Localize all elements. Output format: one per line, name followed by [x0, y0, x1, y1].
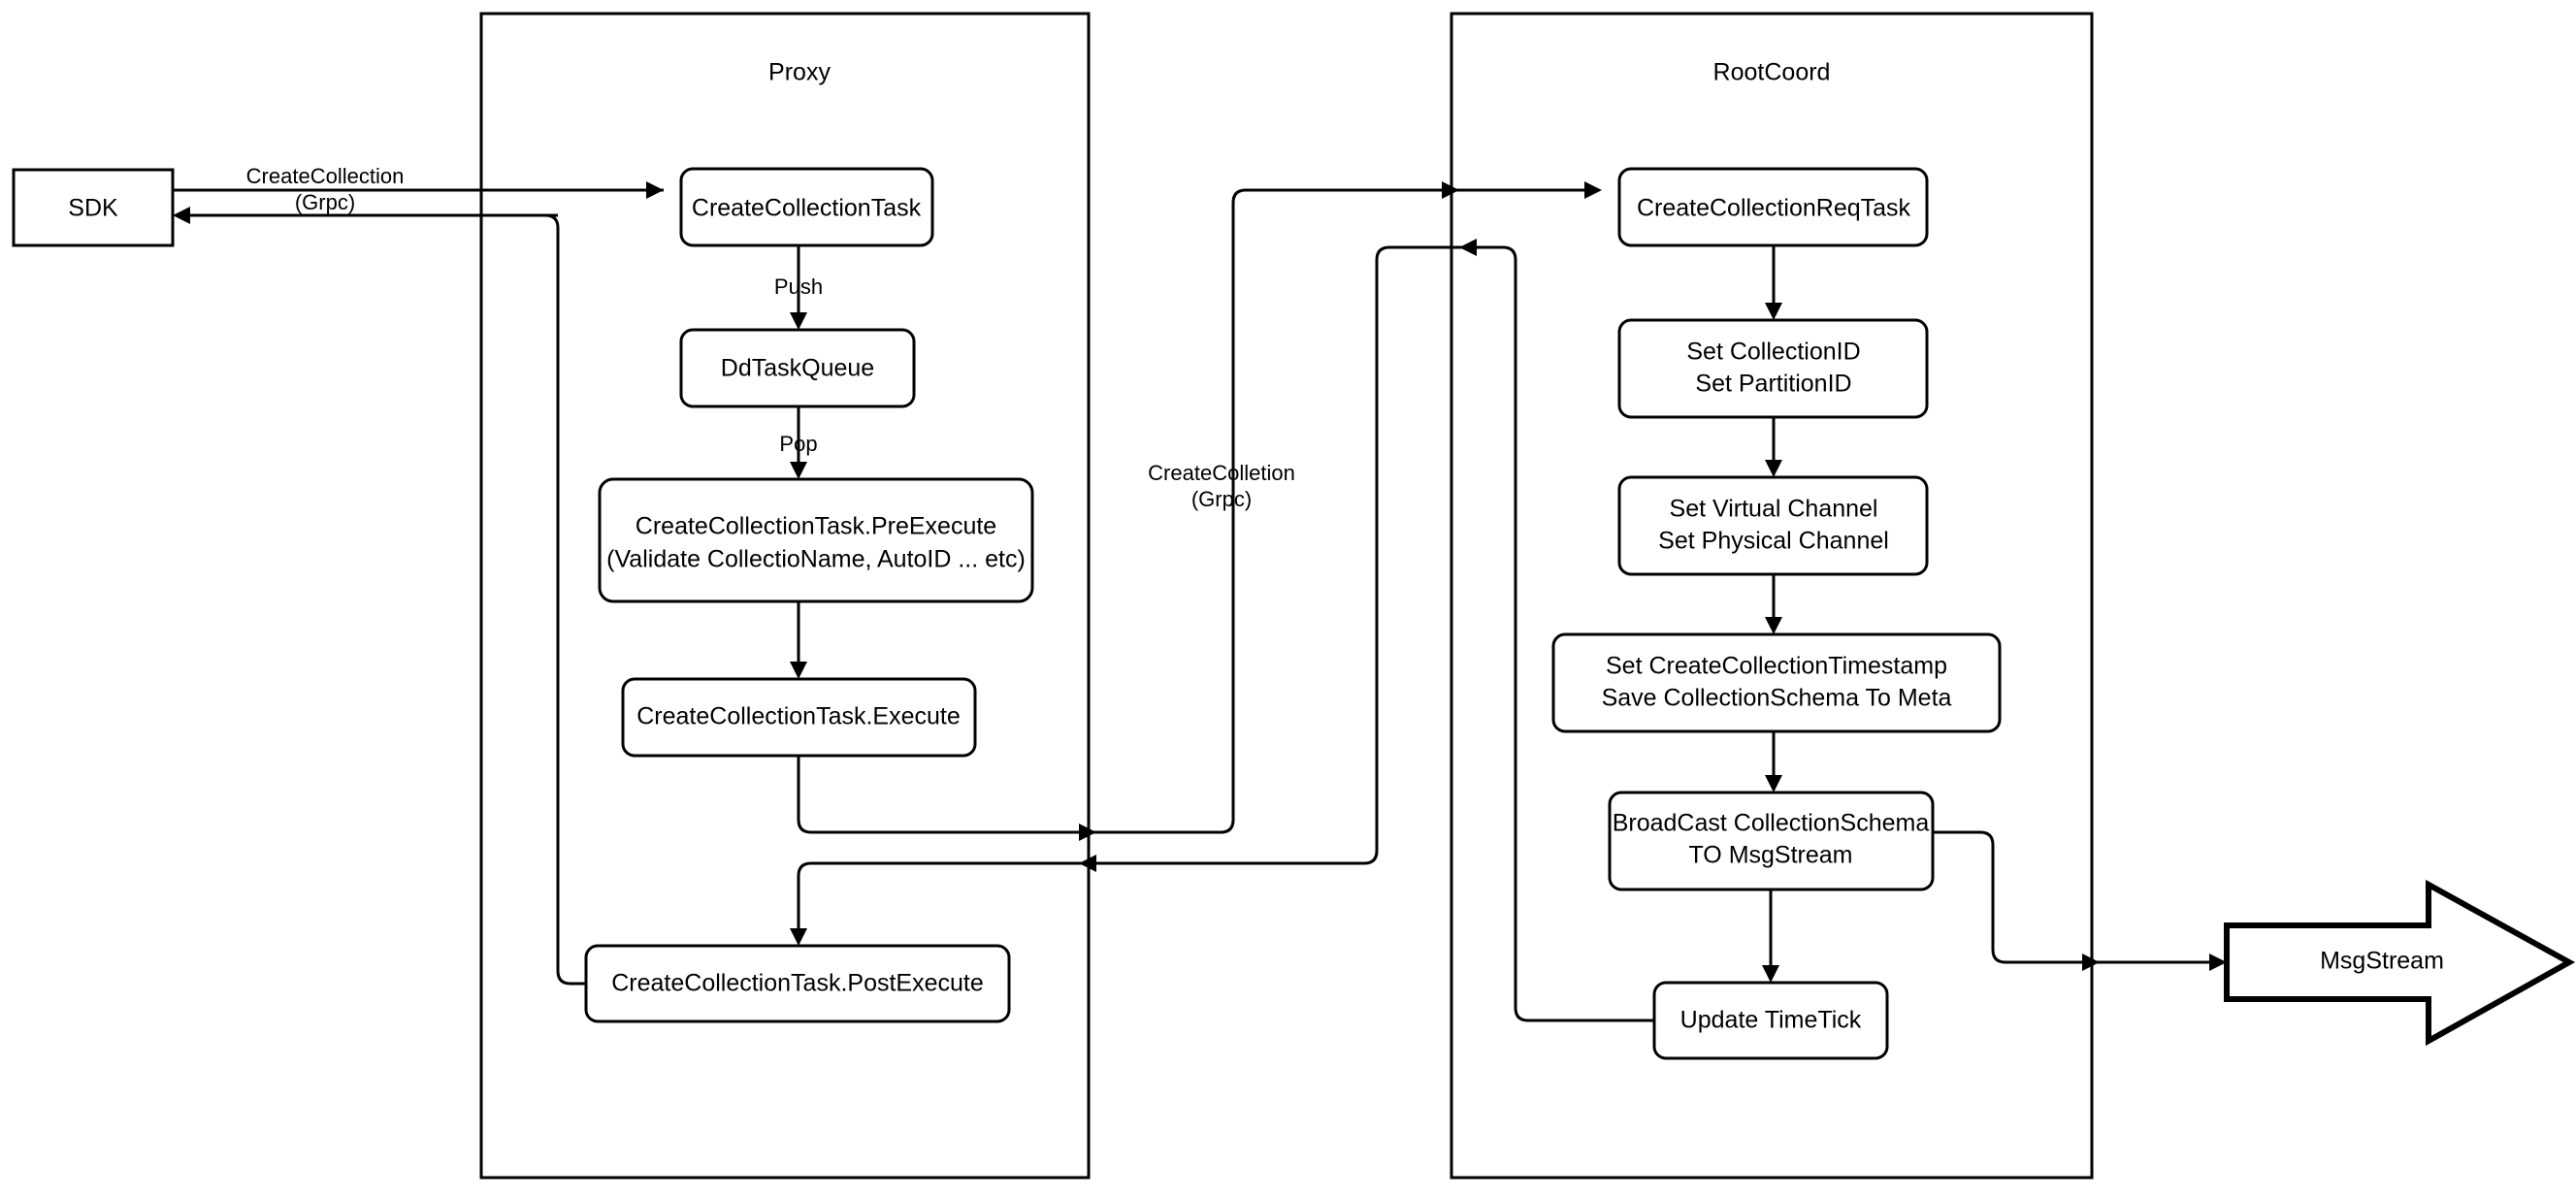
edge-setids-to-setchannels — [1765, 417, 1782, 477]
edge-label-sdk-to-proxy-line2: (Grpc) — [295, 190, 355, 214]
node-sdk-box — [12, 168, 175, 247]
node-create-collection-task-label: CreateCollectionTask — [692, 195, 922, 222]
edge-sdk-to-create-collection-task — [173, 181, 664, 199]
node-execute-label: CreateCollectionTask.Execute — [636, 703, 961, 730]
node-execute[interactable]: CreateCollectionTask.Execute — [621, 677, 977, 758]
node-create-collection-task[interactable]: CreateCollectionTask — [679, 167, 934, 247]
node-set-ids-label-line2: Set PartitionID — [1695, 371, 1851, 398]
node-sdk[interactable]: SDK — [12, 168, 175, 247]
node-set-ids[interactable]: Set CollectionID Set PartitionID — [1617, 318, 1929, 419]
node-set-timestamp[interactable]: Set CreateCollectionTimestamp Save Colle… — [1551, 632, 2002, 733]
lane-proxy-title: Proxy — [768, 59, 831, 86]
node-set-timestamp-label-line2: Save CollectionSchema To Meta — [1602, 685, 1952, 712]
edge-post-execute-to-sdk — [524, 213, 586, 986]
node-create-collection-req-task-label: CreateCollectionReqTask — [1637, 195, 1911, 222]
node-post-execute-label: CreateCollectionTask.PostExecute — [611, 970, 984, 997]
node-create-collection-req-task[interactable]: CreateCollectionReqTask — [1617, 167, 1929, 247]
node-pre-execute-label-line1: CreateCollectionTask.PreExecute — [636, 513, 996, 540]
edge-settimestamp-to-broadcast — [1765, 731, 1782, 793]
edge-label-push: Push — [774, 275, 823, 299]
node-sdk-label: SDK — [68, 195, 118, 222]
node-set-channels[interactable]: Set Virtual Channel Set Physical Channel — [1617, 475, 1929, 576]
node-set-channels-label-line2: Set Physical Channel — [1658, 528, 1889, 555]
edge-broadcast-to-msgstream — [1933, 830, 2227, 971]
node-msgstream-label: MsgStream — [2320, 948, 2444, 975]
node-create-collection-task-box — [679, 167, 934, 247]
node-update-timetick[interactable]: Update TimeTick — [1652, 981, 1889, 1060]
node-dd-task-queue-label: DdTaskQueue — [721, 355, 874, 382]
node-update-timetick-label: Update TimeTick — [1680, 1007, 1862, 1034]
node-post-execute[interactable]: CreateCollectionTask.PostExecute — [584, 944, 1011, 1023]
node-set-timestamp-box — [1551, 632, 2002, 733]
node-set-timestamp-label-line1: Set CreateCollectionTimestamp — [1606, 653, 1947, 680]
node-set-channels-label-line1: Set Virtual Channel — [1670, 496, 1878, 523]
edge-return-into-post-execute — [790, 245, 1390, 946]
node-pre-execute-label-line2: (Validate CollectioName, AutoID ... etc) — [606, 546, 1026, 573]
node-msgstream-shape — [2224, 879, 2576, 1047]
edge-rootcoord-to-proxy-return — [1389, 239, 1654, 1022]
node-set-ids-label-line1: Set CollectionID — [1686, 339, 1860, 366]
node-dd-task-queue[interactable]: DdTaskQueue — [679, 328, 916, 408]
edge-broadcast-to-updatetimetick — [1762, 890, 1779, 983]
edge-reqtask-to-setids — [1765, 245, 1782, 320]
node-broadcast-label-line2: TO MsgStream — [1688, 842, 1852, 869]
edge-preexecute-to-execute — [790, 601, 807, 679]
edge-queue-to-preexecute: Pop — [779, 406, 818, 479]
edge-label-sdk-to-proxy-line1: CreateCollection — [246, 164, 405, 188]
edge-label-proxy-to-rootcoord-line1: CreateColletion — [1148, 461, 1295, 485]
node-msgstream[interactable]: MsgStream — [2224, 879, 2576, 1047]
node-pre-execute-box — [598, 477, 1034, 603]
node-set-channels-box — [1617, 475, 1929, 576]
edge-proxy-to-sdk-return — [173, 207, 558, 224]
edge-label-proxy-to-rootcoord-line2: (Grpc) — [1191, 487, 1252, 511]
edge-label-sdk-to-proxy: CreateCollection (Grpc) — [246, 164, 405, 214]
node-set-ids-box — [1617, 318, 1929, 419]
edge-execute-to-rootcoord — [797, 181, 1602, 841]
node-pre-execute[interactable]: CreateCollectionTask.PreExecute (Validat… — [598, 477, 1034, 603]
edge-label-proxy-to-rootcoord: CreateColletion (Grpc) — [1148, 461, 1295, 511]
edge-setchannels-to-settimestamp — [1765, 574, 1782, 634]
lane-rootcoord-title: RootCoord — [1713, 59, 1831, 86]
edge-task-to-queue: Push — [774, 245, 823, 330]
node-broadcast-label-line1: BroadCast CollectionSchema — [1613, 810, 1930, 837]
node-broadcast[interactable]: BroadCast CollectionSchema TO MsgStream — [1608, 791, 1935, 891]
edge-label-pop: Pop — [779, 432, 817, 456]
